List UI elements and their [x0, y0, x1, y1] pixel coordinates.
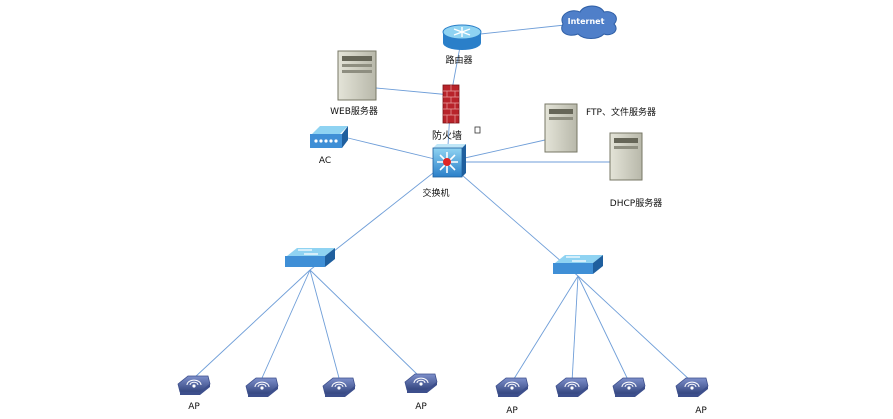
- server-icon: [544, 103, 578, 153]
- access-point-icon: [675, 377, 709, 397]
- switch-icon: [553, 255, 603, 274]
- link-switch_right-ap5: [571, 275, 579, 383]
- link-web_server-firewall: [375, 87, 452, 96]
- link-switch_left-ap3: [309, 269, 422, 379]
- access-point-icon: [555, 377, 589, 397]
- layer3-switch-icon: [432, 144, 466, 178]
- router-label: 路由器: [445, 56, 473, 66]
- access-point-icon: [495, 377, 529, 397]
- link-switch_right-ap6: [577, 275, 630, 383]
- link-switch_right-ap7: [577, 275, 693, 383]
- router-icon: [442, 24, 482, 50]
- link-switch_left-ap0: [193, 269, 311, 379]
- ap-label: AP: [188, 402, 200, 412]
- link-switch_left-ap2: [309, 269, 340, 379]
- access-point-icon: [177, 375, 211, 395]
- ap-label: AP: [506, 406, 518, 416]
- access-point-icon: [322, 377, 356, 397]
- marker-square: [474, 126, 481, 134]
- web-server-label: WEB服务器: [330, 107, 378, 117]
- ap-label: AP: [415, 402, 427, 412]
- ftp-server-label: FTP、文件服务器: [586, 108, 656, 118]
- access-points: [177, 373, 709, 397]
- wireless-controller-icon: [310, 126, 348, 148]
- switch-icon: [285, 248, 335, 267]
- link-switch_right-ap4: [511, 275, 579, 383]
- access-point-icon: [612, 377, 646, 397]
- server-icon: [609, 132, 643, 181]
- ac-label: AC: [318, 156, 332, 166]
- server-icon: [337, 50, 377, 101]
- access-point-icon: [404, 373, 438, 393]
- ap-label: AP: [695, 406, 707, 416]
- access-point-icon: [245, 377, 279, 397]
- firewall-icon: [442, 84, 460, 124]
- link-ac-core_switch: [347, 137, 448, 163]
- core-switch-label: 交换机: [422, 189, 450, 199]
- link-core_switch-switch_right: [446, 161, 579, 277]
- internet-label: Internet: [568, 17, 605, 26]
- dhcp-server-label: DHCP服务器: [609, 199, 663, 209]
- cloud-icon: Internet: [561, 5, 617, 39]
- firewall-label: 防火墙: [432, 131, 462, 142]
- link-switch_left-ap1: [261, 269, 311, 379]
